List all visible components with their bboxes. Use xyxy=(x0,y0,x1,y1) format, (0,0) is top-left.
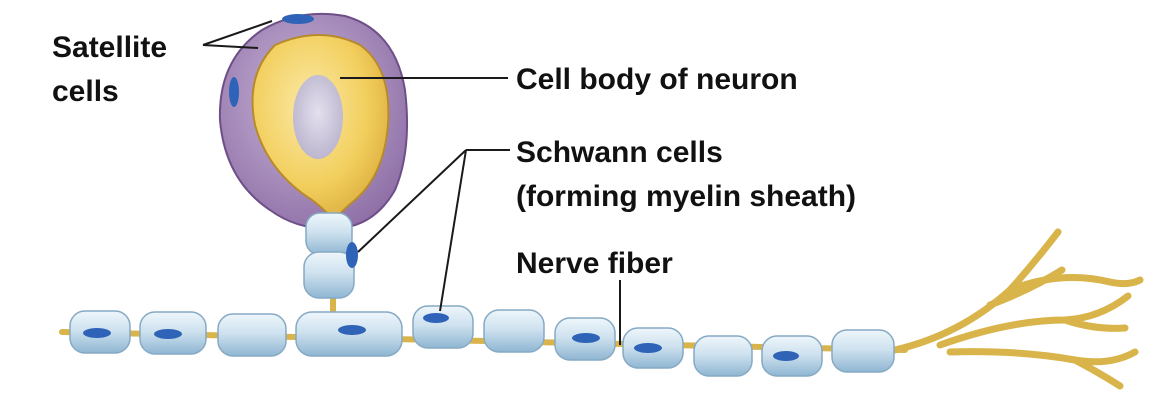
schwann-nucleus xyxy=(572,333,600,343)
axon-terminals xyxy=(891,228,1144,390)
schwann-cell xyxy=(217,313,287,357)
schwann-nucleus xyxy=(83,328,111,338)
stem-schwann-cell xyxy=(305,212,353,256)
schwann-leader xyxy=(357,149,467,253)
schwann-nucleus xyxy=(423,313,449,323)
schwann-nucleus xyxy=(773,351,799,361)
schwann-cell xyxy=(831,329,895,373)
stem-schwann-cell xyxy=(303,251,355,299)
schwann-nucleus xyxy=(154,329,182,339)
satellite-leader xyxy=(202,20,273,46)
label-satellite-line1: Satellite xyxy=(52,31,167,64)
label-cell-body: Cell body of neuron xyxy=(516,63,798,96)
satellite-leader xyxy=(202,44,259,49)
satellite-nucleus xyxy=(282,14,314,24)
neuron-nucleus xyxy=(293,75,343,159)
satellite-nucleus xyxy=(229,77,239,107)
label-schwann-line2: (forming myelin sheath) xyxy=(516,180,856,213)
schwann-cell xyxy=(412,305,474,349)
schwann-nucleus xyxy=(346,242,358,268)
label-satellite-line2: cells xyxy=(52,75,119,108)
schwann-cell xyxy=(483,309,545,353)
schwann-nucleus xyxy=(634,343,662,353)
schwann-nucleus xyxy=(338,325,366,335)
schwann-nuclei xyxy=(83,313,799,361)
schwann-leader xyxy=(439,149,467,312)
leader-lines xyxy=(202,20,621,345)
label-schwann-line1: Schwann cells xyxy=(516,136,723,169)
label-nerve-fiber: Nerve fiber xyxy=(516,247,673,280)
schwann-cell xyxy=(693,335,753,377)
